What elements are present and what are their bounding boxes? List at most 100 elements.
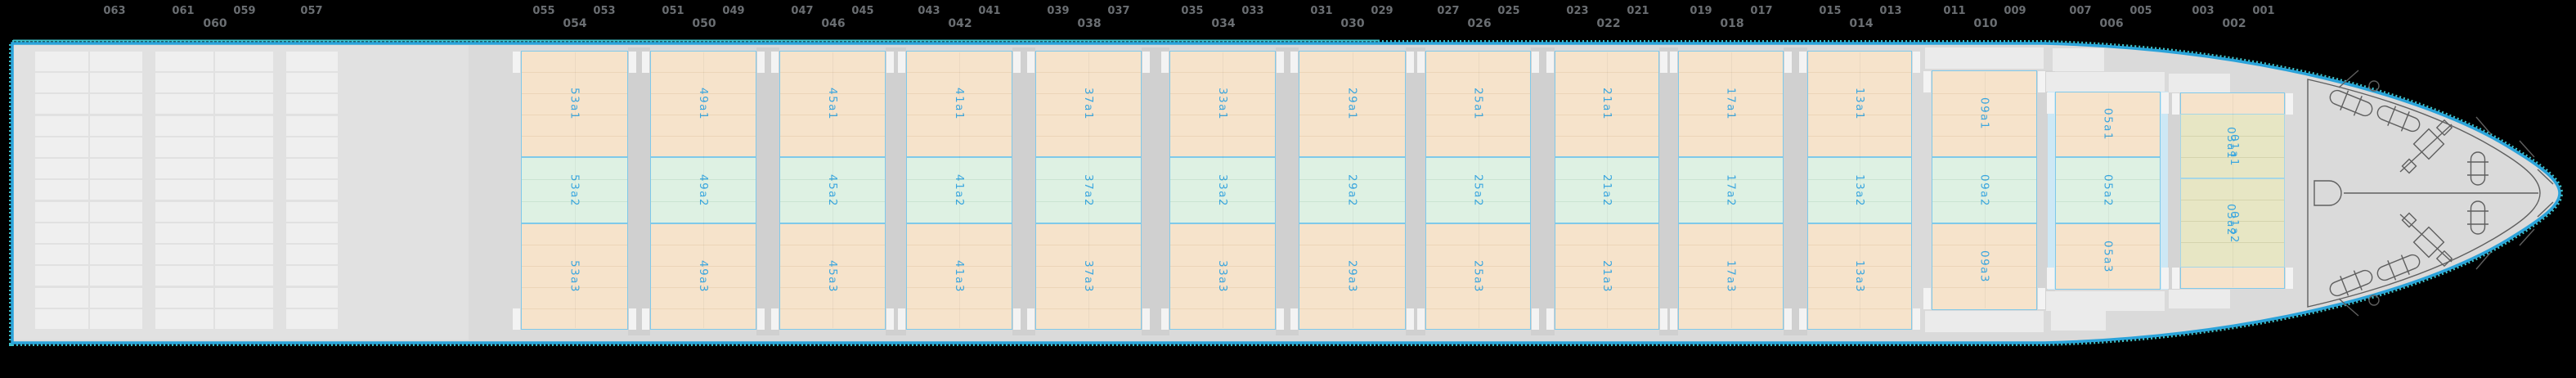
axis-label-035: 035 (1181, 5, 1204, 17)
bay-45a-section-3[interactable] (779, 223, 886, 330)
container-row-line (780, 72, 885, 73)
bay-45a-section-1[interactable] (779, 51, 886, 157)
container-row-line (1555, 72, 1658, 73)
bay-25a-section-1[interactable] (1425, 51, 1531, 157)
bay-21a-section-2[interactable] (1555, 157, 1659, 223)
bay-09a-section-2[interactable] (1932, 157, 2037, 223)
bay-37a-section-1[interactable] (1035, 51, 1142, 157)
container-row-line (1299, 308, 1405, 309)
bay-49a-section-1[interactable] (650, 51, 756, 157)
container-row-line (907, 308, 1012, 309)
hatch-tab (1290, 52, 1298, 73)
container-row-line (907, 179, 1012, 180)
bay-53a-section-2[interactable] (521, 157, 628, 223)
deck-cell-c1-r11 (90, 287, 142, 308)
bay-gap (1531, 47, 1555, 335)
bay-53a-section-1[interactable] (521, 51, 628, 157)
bay-25a-section-3[interactable] (1425, 223, 1531, 330)
deck-cell-c4-r1 (286, 73, 338, 93)
bay-37a-section-2[interactable] (1035, 157, 1142, 223)
bay-41a-section-2[interactable] (906, 157, 1012, 223)
axis-label-057: 057 (300, 5, 323, 17)
bay-gap (1012, 47, 1035, 335)
hatch-tab (886, 52, 894, 73)
container-row-line (651, 93, 756, 94)
bay-17a-section-1[interactable] (1678, 51, 1784, 157)
bay-label-41a3: 41a3 (953, 259, 966, 294)
axis-label-051: 051 (662, 5, 684, 17)
bay-45a-section-2[interactable] (779, 157, 886, 223)
deck-cell-c2-r7 (155, 201, 213, 222)
deck-cell-c4-r3 (286, 115, 338, 136)
hatch-tab (1532, 308, 1539, 330)
hatch-tab (1670, 52, 1677, 73)
bay-33a-section-1[interactable] (1169, 51, 1276, 157)
bay-29a-section-2[interactable] (1299, 157, 1406, 223)
bay-49a-section-2[interactable] (650, 157, 756, 223)
bay-13a-section-1[interactable] (1807, 51, 1912, 157)
bay-05a-section-2[interactable] (2055, 157, 2161, 223)
bay-01a-overlay-section-2[interactable] (2180, 178, 2285, 268)
deck-cell-c3-r2 (215, 94, 273, 115)
bay-05a-section-3[interactable] (2055, 223, 2161, 290)
bay-gap (1276, 47, 1299, 335)
axis-label-007: 007 (2069, 5, 2092, 17)
bay-05a-section-1[interactable] (2055, 92, 2161, 157)
container-row-line (1932, 93, 2036, 94)
bay-53a-section-3[interactable] (521, 223, 628, 330)
container-row-line (1036, 266, 1141, 267)
cell-guide-strip (2048, 92, 2055, 290)
mooring-bollard-bottom (2368, 295, 2380, 306)
bay-41a-section-3[interactable] (906, 223, 1012, 330)
anchor-gear-bottom (2399, 212, 2453, 268)
hatch-tab (1027, 52, 1034, 73)
container-row-line (651, 308, 756, 309)
container-row-line (1170, 72, 1275, 73)
hatch-tab (513, 52, 520, 73)
bay-13a-section-3[interactable] (1807, 223, 1912, 330)
bay-09a-section-1[interactable] (1932, 70, 2037, 157)
axis-label-017: 017 (1750, 5, 1773, 17)
bay-17a-section-3[interactable] (1678, 223, 1784, 330)
hatch-tab (898, 52, 905, 73)
container-row-line (2181, 136, 2284, 137)
hatch-tab (629, 52, 636, 73)
bay-09a-section-3[interactable] (1932, 223, 2037, 310)
axis-label-013: 013 (1879, 5, 1902, 17)
bay-33a-section-2[interactable] (1169, 157, 1276, 223)
hatch-tab (1670, 308, 1677, 330)
bay-29a-section-1[interactable] (1299, 51, 1406, 157)
hatch-tab (2038, 288, 2045, 309)
container-row-line (1426, 93, 1530, 94)
deck-cell-c4-r7 (286, 201, 338, 222)
bay-13a-section-2[interactable] (1807, 157, 1912, 223)
hatch-tab (2047, 92, 2054, 114)
bay-label-21a2: 21a2 (1600, 173, 1613, 207)
container-row-line (1036, 179, 1141, 180)
bay-41a-section-1[interactable] (906, 51, 1012, 157)
container-row-line (2056, 179, 2160, 180)
hatch-tab (1290, 308, 1298, 330)
hatch-tab (1660, 308, 1667, 330)
bay-25a-section-2[interactable] (1425, 157, 1531, 223)
container-row-line (1679, 136, 1783, 137)
bay-21a-section-1[interactable] (1555, 51, 1659, 157)
hatch-tab (1417, 52, 1425, 73)
container-row-line (780, 266, 885, 267)
deck-cell-c2-r4 (155, 137, 213, 157)
bay-37a-section-3[interactable] (1035, 223, 1142, 330)
bay-label-53a2: 53a2 (568, 173, 581, 207)
winch-top-1 (2329, 89, 2373, 117)
bay-label-13a1: 13a1 (1853, 87, 1866, 121)
bay-33a-section-3[interactable] (1169, 223, 1276, 330)
axis-label-025: 025 (1497, 5, 1520, 17)
axis-label-054: 054 (563, 17, 587, 30)
bay-17a-section-2[interactable] (1678, 157, 1784, 223)
axis-label-050: 050 (692, 17, 716, 30)
bay-01a-overlay-section-1[interactable] (2180, 114, 2285, 178)
bay-49a-section-3[interactable] (650, 223, 756, 330)
bay-29a-section-3[interactable] (1299, 223, 1406, 330)
hatch-area (1925, 311, 2044, 332)
hatch-tab (771, 52, 779, 73)
bay-21a-section-3[interactable] (1555, 223, 1659, 330)
